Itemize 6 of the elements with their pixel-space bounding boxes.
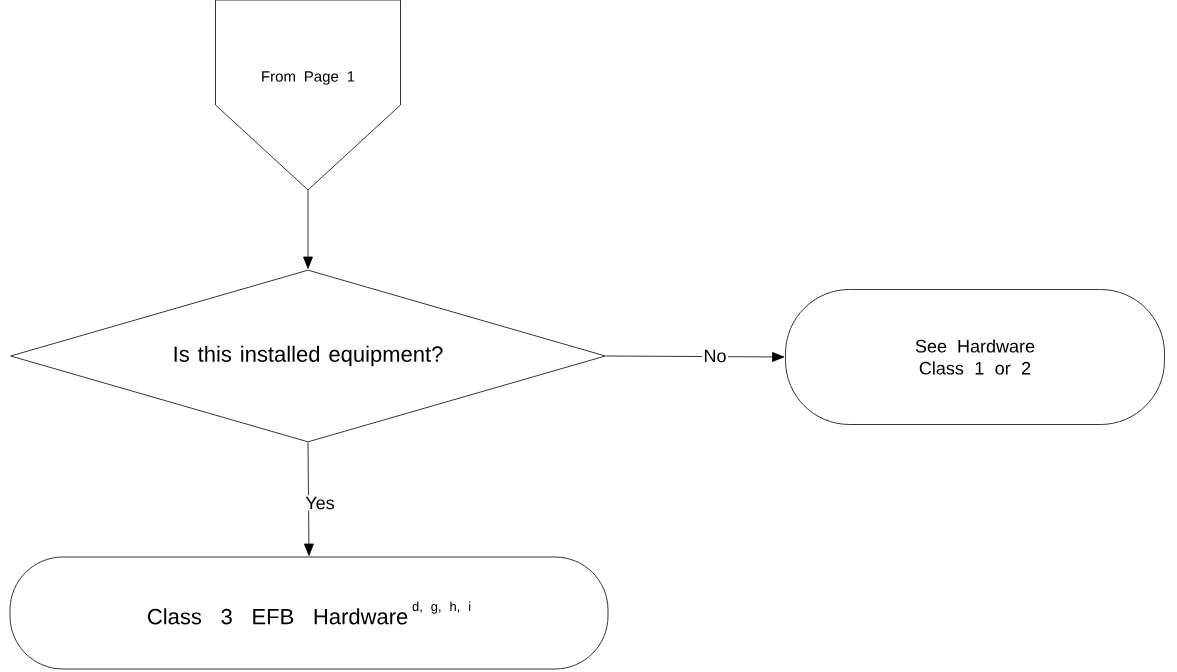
off-page-connector: From Page 1: [215, 0, 401, 191]
edge-label: Yes: [303, 495, 337, 511]
arrow: [304, 442, 314, 556]
edge-label: No: [702, 348, 728, 364]
arrow: [303, 189, 313, 269]
arrow: [605, 352, 785, 362]
